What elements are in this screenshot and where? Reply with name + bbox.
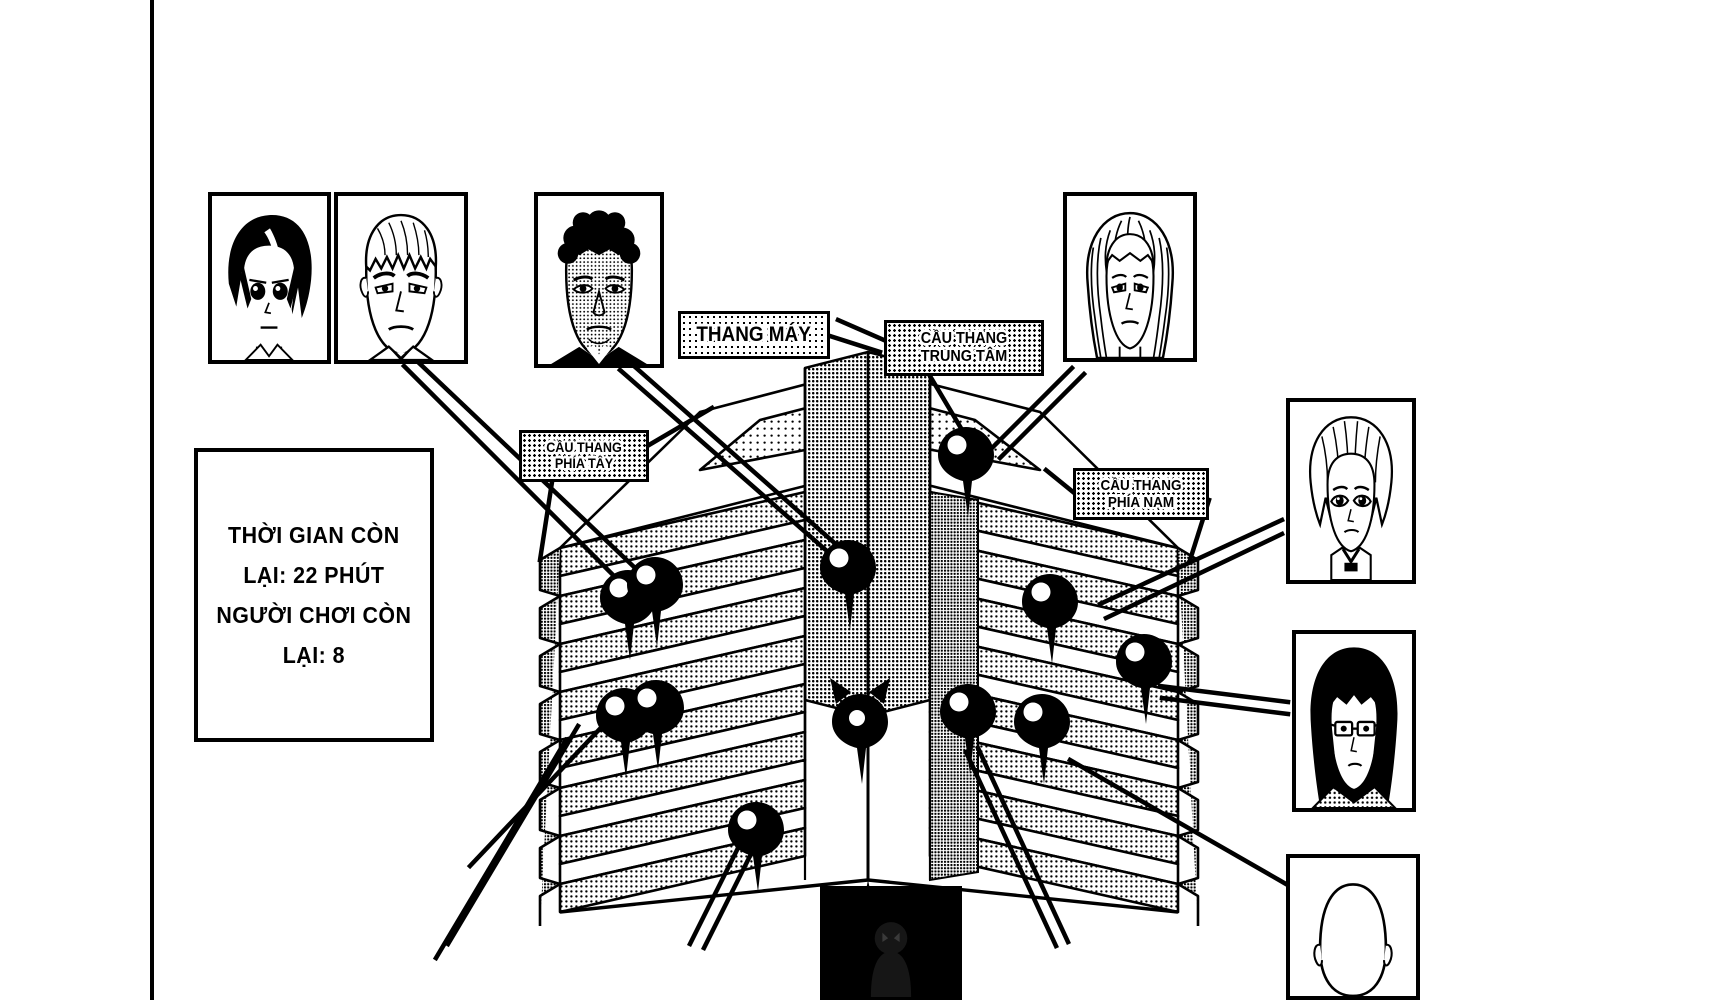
portrait-glasses-woman [1292,630,1416,812]
bottom-dark-panel [820,886,962,1000]
callout-elevator: THANG MÁY [678,311,830,359]
status-line-time-1: THỜI GIAN CÒN [228,522,400,548]
portrait-short-haired-girl [1286,398,1416,584]
callout-elevator-label: THANG MÁY [696,323,812,347]
halftone-fill [887,323,1041,373]
callout-west-stairs-label: CẦU THANG PHÍA TÂY [546,439,622,471]
portrait-long-haired-woman [1063,192,1197,362]
callout-center-stairs-label: CẦU THANG TRUNG TÂM [920,329,1008,365]
portrait-bald-figure [1286,854,1420,1000]
portrait-dark-haired-youth [208,192,331,364]
game-status-lines: THỜI GIAN CÒN LẠI: 22 PHÚT NGƯỜI CHƠI CÒ… [211,515,417,675]
callout-west-stairs: CẦU THANG PHÍA TÂY [519,430,649,482]
page-gutter-rule [150,0,154,1000]
status-line-players-2: LẠI: 8 [282,642,346,668]
portrait-blond-tough-man [334,192,468,364]
status-line-players-1: NGƯỜI CHƠI CÒN [216,602,412,628]
halftone-fill [681,314,827,356]
callout-south-stairs: CẦU THANG PHÍA NAM [1073,468,1209,520]
halftone-fill [522,433,646,479]
status-line-time-2: LẠI: 22 PHÚT [243,562,385,588]
halftone-fill [1076,471,1206,517]
game-status-box: THỜI GIAN CÒN THỜI GIAN CÒN LẠI: 22 PHÚT… [194,448,434,742]
callout-south-stairs-label: CẦU THANG PHÍA NAM [1100,476,1182,511]
callout-center-stairs: CẦU THANG TRUNG TÂM [884,320,1044,376]
portrait-curly-haired-man [534,192,664,368]
